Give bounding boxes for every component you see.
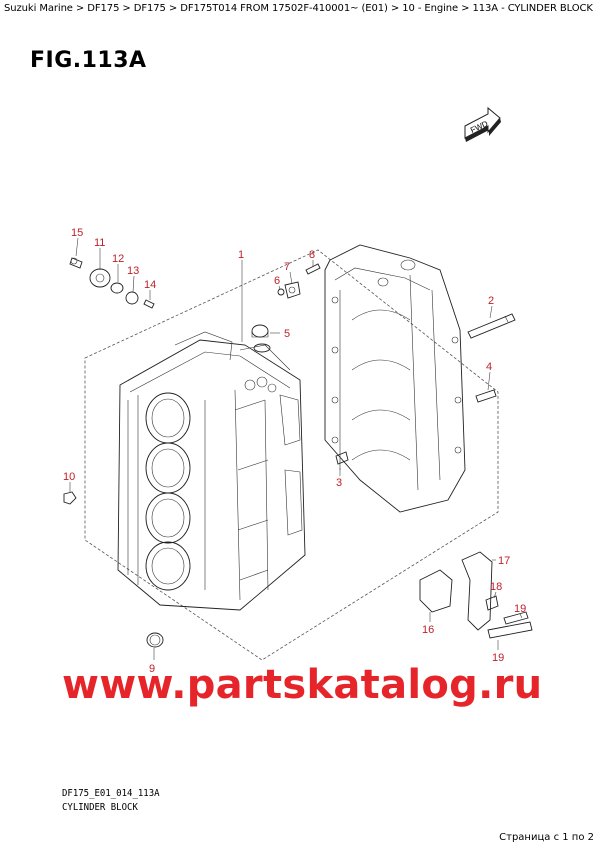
callout-19b[interactable]: 19 <box>492 652 504 664</box>
bracket-16 <box>419 569 453 613</box>
plug-13 <box>125 291 139 305</box>
callout-6[interactable]: 6 <box>274 275 280 287</box>
bracket-17 <box>461 551 493 631</box>
bolt-4 <box>475 389 497 403</box>
callout-3[interactable]: 3 <box>336 477 342 489</box>
callout-12[interactable]: 12 <box>112 253 124 265</box>
figure-name: CYLINDER BLOCK <box>62 802 138 813</box>
callout-16[interactable]: 16 <box>422 624 434 636</box>
bolt-8 <box>305 263 321 275</box>
callout-18[interactable]: 18 <box>490 581 502 593</box>
stud-bolt-2 <box>467 313 516 339</box>
bolt-19 <box>487 611 533 639</box>
callout-14[interactable]: 14 <box>144 279 156 291</box>
callout-8[interactable]: 8 <box>309 249 315 261</box>
figure-title: FIG.113A <box>30 48 147 73</box>
bolt-14 <box>143 299 155 309</box>
callout-9[interactable]: 9 <box>149 663 155 675</box>
o-ring-9 <box>146 632 164 648</box>
page-indicator: Страница с 1 по 2 <box>499 832 594 843</box>
callout-19a[interactable]: 19 <box>514 603 526 615</box>
callout-15[interactable]: 15 <box>71 227 83 239</box>
breadcrumb[interactable]: Suzuki Marine > DF175 > DF175 > DF175T01… <box>4 3 593 14</box>
plug-5 <box>251 324 269 338</box>
watermark: www.partskatalog.ru <box>62 662 543 708</box>
callout-7[interactable]: 7 <box>284 261 290 273</box>
fwd-arrow-icon: FWD <box>464 106 501 142</box>
plug-11 <box>89 268 111 288</box>
o-ring-6 <box>277 288 285 296</box>
callout-13[interactable]: 13 <box>127 265 139 277</box>
callout-4[interactable]: 4 <box>486 361 492 373</box>
leader-lines <box>69 237 523 660</box>
assembly-frame <box>84 249 499 661</box>
callout-10[interactable]: 10 <box>63 471 75 483</box>
callout-11[interactable]: 11 <box>94 237 105 249</box>
nut-10 <box>63 491 77 505</box>
callout-1[interactable]: 1 <box>238 249 244 261</box>
callout-17[interactable]: 17 <box>498 555 510 567</box>
fitting-7 <box>284 281 301 299</box>
o-ring-12 <box>110 282 124 294</box>
callout-2[interactable]: 2 <box>488 295 494 307</box>
cylinder-block <box>117 331 306 611</box>
dowel-pin-3 <box>335 451 349 465</box>
crankcase <box>324 244 466 513</box>
figure-code: DF175_E01_014_113A <box>62 788 160 799</box>
bolt-15 <box>69 257 83 269</box>
bolt-18 <box>485 595 499 611</box>
o-ring-5 <box>253 343 271 353</box>
callout-5[interactable]: 5 <box>284 328 290 340</box>
